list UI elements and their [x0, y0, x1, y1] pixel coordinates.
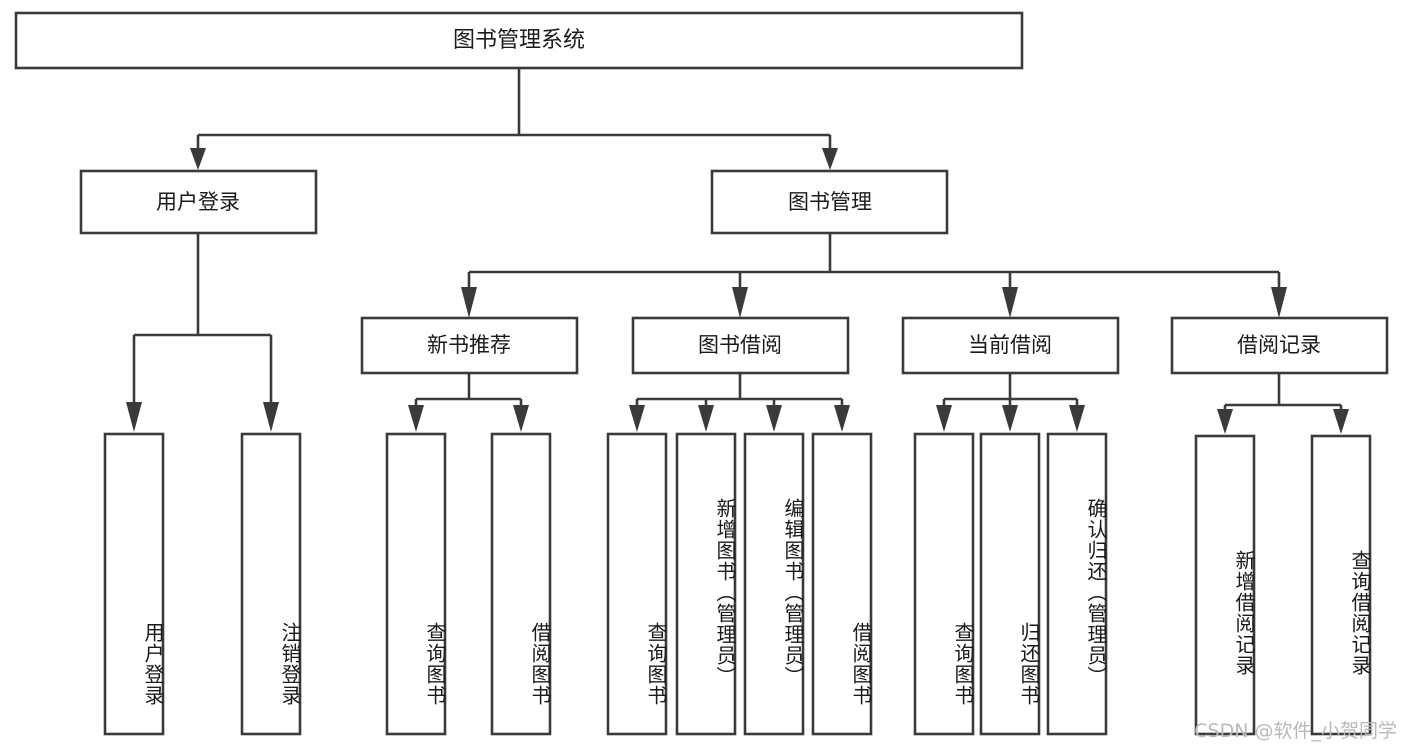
node-leaf-borrow-book-2[interactable] — [811, 432, 873, 736]
arrowhead-book-borrow — [732, 287, 748, 318]
node-root[interactable] — [14, 11, 1024, 70]
node-current-borrow[interactable] — [901, 316, 1120, 375]
node-leaf-user-login[interactable] — [103, 432, 165, 736]
node-new-book-recommend-label: 新书推荐 — [427, 333, 511, 357]
arrowhead-leaf-confirm-return — [1069, 405, 1085, 432]
arrowhead-leaf-edit-book — [766, 405, 782, 432]
arrowhead-leaf-query-book-1 — [408, 405, 424, 432]
node-leaf-query-record[interactable] — [1310, 434, 1372, 736]
node-leaf-add-record[interactable] — [1194, 434, 1256, 736]
node-leaf-return-book[interactable] — [979, 432, 1041, 736]
node-leaf-borrow-book-1[interactable] — [490, 432, 552, 736]
node-leaf-edit-book[interactable] — [743, 432, 805, 736]
node-root-label: 图书管理系统 — [453, 28, 585, 53]
node-leaf-query-book-2[interactable] — [606, 432, 668, 736]
node-leaf-query-book-3[interactable] — [913, 432, 975, 736]
node-leaf-logout-login[interactable] — [240, 432, 302, 736]
node-leaf-add-book[interactable] — [675, 432, 737, 736]
node-user-login-label: 用户登录 — [156, 190, 240, 214]
node-leaf-query-book-1[interactable] — [385, 432, 447, 736]
node-book-borrow[interactable] — [631, 316, 850, 375]
arrowhead-leaf-borrow-book-2 — [834, 405, 850, 432]
arrowhead-leaf-borrow-book-1 — [513, 405, 529, 432]
arrowhead-leaf-query-record — [1333, 409, 1349, 434]
arrowhead-borrow-record — [1271, 287, 1287, 318]
node-current-borrow-label: 当前借阅 — [968, 333, 1052, 357]
arrowhead-leaf-query-book-3 — [936, 405, 952, 432]
arrowhead-new-book-recommend — [461, 287, 477, 318]
node-leaf-confirm-return[interactable] — [1046, 432, 1108, 736]
node-book-borrow-label: 图书借阅 — [698, 333, 782, 357]
node-borrow-record[interactable] — [1170, 316, 1389, 375]
connector-layer — [126, 69, 1349, 434]
arrowhead-leaf-user-login — [126, 402, 142, 432]
node-borrow-record-label: 借阅记录 — [1237, 333, 1321, 357]
arrowhead-leaf-add-book — [698, 405, 714, 432]
node-user-login[interactable] — [79, 169, 318, 235]
arrowhead-leaf-query-book-2 — [629, 405, 645, 432]
node-book-manage-label: 图书管理 — [788, 190, 872, 214]
arrowhead-book-manage — [822, 148, 838, 170]
node-book-manage[interactable] — [710, 169, 949, 235]
arrowhead-leaf-add-record — [1217, 409, 1233, 434]
arrowhead-leaf-logout-login — [263, 402, 279, 432]
node-layer: 图书管理系统 用户登录 图书管理 新书推荐 图书借阅 当前借阅 借阅记录 — [14, 11, 1389, 736]
arrowhead-user-login — [190, 148, 206, 170]
arrowhead-leaf-return-book — [1002, 405, 1018, 432]
node-new-book-recommend[interactable] — [360, 316, 579, 375]
arrowhead-current-borrow — [1002, 287, 1018, 318]
csdn-watermark: CSDN @软件_小贺同学 — [1194, 720, 1397, 742]
